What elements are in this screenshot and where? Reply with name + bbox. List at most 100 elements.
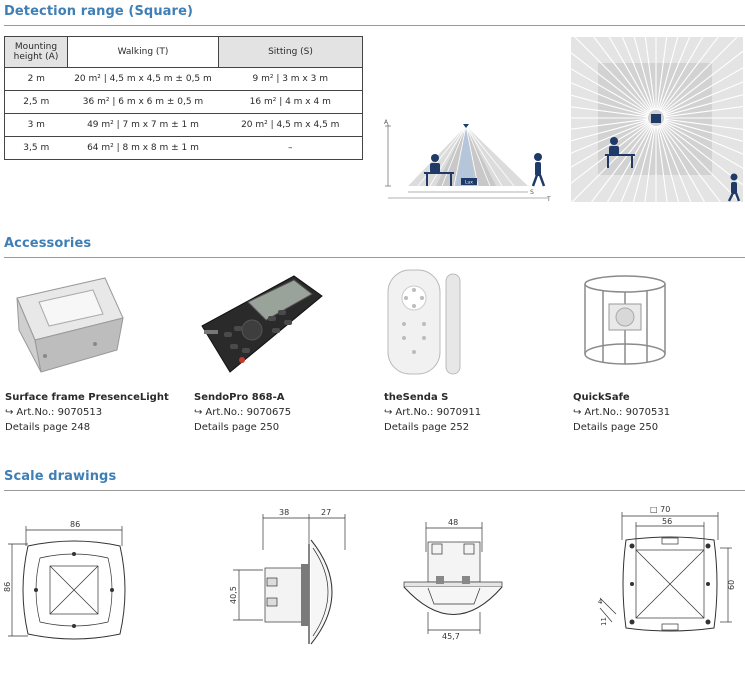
table-row: 3 m 49 m² | 7 m x 7 m ± 1 m 20 m² | 4,5 …	[4, 113, 363, 137]
quicksafe-image	[573, 268, 693, 378]
detection-ray	[593, 37, 652, 112]
sitting-person-icon	[424, 154, 454, 186]
detection-ray	[644, 37, 656, 111]
accessories-section-header: Accessories	[4, 236, 745, 258]
detection-ray	[663, 105, 743, 118]
detection-ray	[620, 125, 654, 202]
detection-ray	[662, 50, 743, 114]
walking-person-icon	[727, 173, 741, 202]
accessory-name: theSenda S	[384, 392, 449, 403]
accessory-card: SendoPro 868-A ↪Art.No.: 9070675 Details…	[194, 268, 374, 433]
dimension-label: 86	[70, 520, 80, 529]
detection-ray	[658, 125, 692, 202]
accessory-name: SendoPro 868-A	[194, 392, 285, 403]
detection-ray	[661, 123, 741, 202]
table-cell: 64 m² | 8 m x 8 m ± 1 m	[67, 136, 219, 160]
detection-ray	[663, 119, 743, 142]
scale-drawing-mount: 48 45,7	[403, 518, 503, 641]
detection-ray	[571, 123, 651, 202]
accessory-name: Surface frame PresenceLight	[5, 392, 169, 403]
dimension-label: 27	[321, 508, 331, 517]
detection-ray	[660, 37, 719, 112]
dimension-label: □ 70	[650, 505, 670, 514]
arrow-icon: ↪	[5, 407, 14, 418]
arrow-icon: ↪	[384, 407, 393, 418]
accessory-details: Details page 250	[194, 422, 280, 433]
sensor-icon	[463, 124, 469, 128]
detection-ray	[571, 94, 649, 117]
col-sitting: Sitting (S)	[218, 36, 363, 68]
dimension-s-label: S	[530, 189, 534, 196]
detection-table: Mounting height (A) Walking (T) Sitting …	[4, 36, 363, 160]
detection-ray	[659, 124, 706, 202]
walking-person-icon	[531, 153, 546, 187]
detection-ray	[606, 124, 653, 202]
accessory-art-no: Art.No.: 9070513	[16, 407, 103, 418]
detection-ray	[621, 37, 654, 111]
detection-ray	[571, 121, 650, 168]
detection-ray	[662, 122, 743, 186]
detection-ray	[571, 120, 649, 154]
dimension-label: 56	[662, 517, 672, 526]
detection-ray	[571, 119, 649, 142]
remote-control-image	[194, 268, 323, 378]
accessory-card: QuickSafe ↪Art.No.: 9070531 Details page…	[573, 268, 745, 433]
dimension-label: 48	[448, 518, 458, 527]
accessory-card: theSenda S ↪Art.No.: 9070911 Details pag…	[384, 268, 564, 433]
dimension-label: 40,5	[229, 586, 238, 604]
detection-ray	[571, 118, 649, 130]
table-cell: 49 m² | 7 m x 7 m ± 1 m	[67, 113, 219, 137]
sitting-person-icon	[605, 137, 635, 168]
table-row: 2 m 20 m² | 4,5 m x 4,5 m ± 0,5 m 9 m² |…	[4, 67, 363, 91]
detection-ray	[663, 94, 743, 117]
detection-ray	[662, 121, 743, 169]
detection-ray	[657, 37, 679, 111]
detection-ray	[662, 67, 743, 115]
detection-ray	[663, 120, 743, 155]
table-cell: 3 m	[4, 113, 68, 137]
col-mounting-height: Mounting height (A)	[4, 36, 68, 68]
detection-ray	[659, 37, 704, 112]
detection-section-title: Detection range (Square)	[4, 4, 194, 19]
scale-section-title: Scale drawings	[4, 469, 117, 484]
table-cell: 9 m² | 3 m x 3 m	[218, 67, 363, 91]
top-view-diagram	[571, 37, 743, 202]
accessory-name: QuickSafe	[573, 392, 630, 403]
dimension-label: 45,7	[442, 632, 460, 641]
detection-ray	[657, 125, 680, 202]
dimension-a-label: A	[384, 119, 389, 126]
table-cell: 20 m² | 4,5 m x 4,5 m	[218, 113, 363, 137]
section-divider	[4, 257, 745, 258]
thesenda-image	[384, 268, 504, 378]
detection-ray	[571, 52, 650, 114]
table-header-row: Mounting height (A) Walking (T) Sitting …	[4, 36, 363, 68]
section-divider	[4, 490, 745, 491]
scale-drawing-side: 38 27 40,5	[229, 508, 346, 645]
scale-drawing-front: 86 86	[4, 520, 126, 640]
accessory-details: Details page 248	[5, 422, 91, 433]
table-cell: 16 m² | 4 m x 4 m	[218, 90, 363, 114]
table-cell: –	[218, 136, 363, 160]
detection-ray	[571, 122, 650, 184]
detection-ray	[656, 37, 668, 111]
accessory-art-no: Art.No.: 9070531	[584, 407, 671, 418]
section-divider	[4, 25, 745, 26]
table-cell: 2 m	[4, 67, 68, 91]
dimension-label: 60	[727, 580, 736, 590]
detection-ray	[571, 106, 649, 118]
accessory-card: Surface frame PresenceLight ↪Art.No.: 90…	[5, 268, 185, 433]
accessory-details: Details page 252	[384, 422, 470, 433]
detection-ray	[661, 37, 738, 113]
detection-ray	[663, 81, 743, 116]
detection-ray	[571, 68, 650, 115]
detection-ray	[633, 37, 655, 111]
accessory-art-no: Art.No.: 9070911	[395, 407, 482, 418]
dimension-t-label: T	[546, 196, 551, 203]
detection-ray	[644, 125, 656, 202]
scale-drawing-backplate: □ 70 56 60 4 11	[598, 505, 736, 632]
detection-ray	[574, 37, 651, 113]
dimension-label: 4	[598, 598, 603, 606]
detection-ray	[571, 82, 649, 116]
accessory-art-no: Art.No.: 9070675	[205, 407, 292, 418]
side-view-diagram: Lux A S T	[384, 119, 551, 203]
